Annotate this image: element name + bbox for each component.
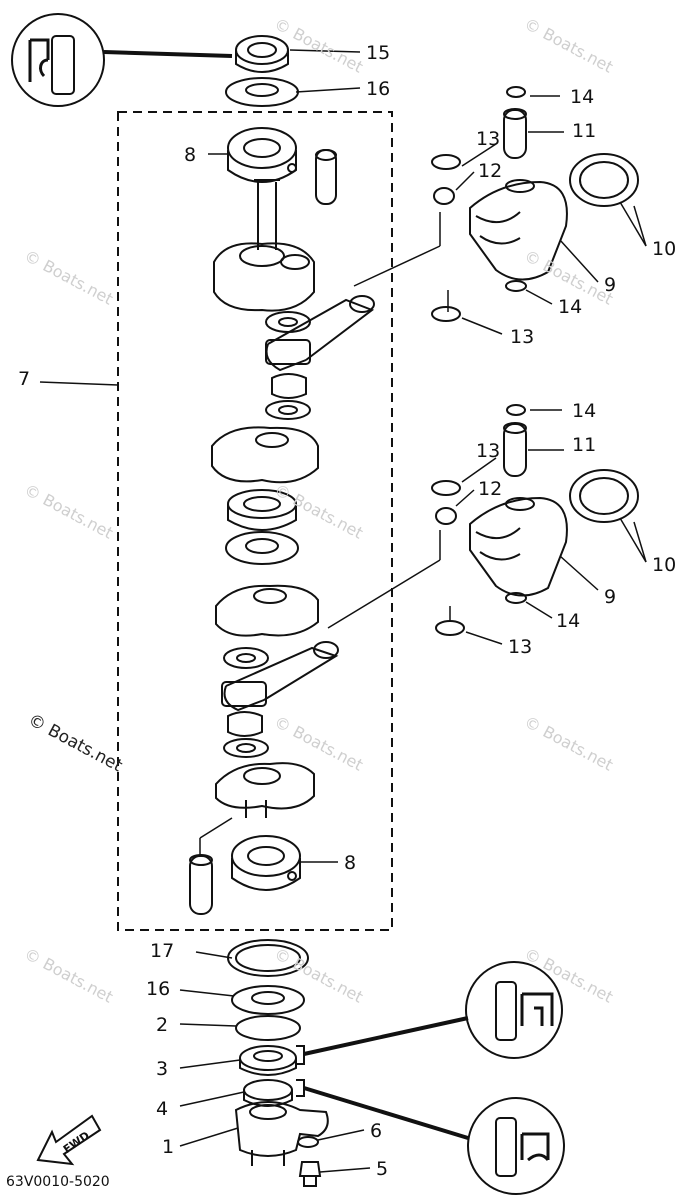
callout-6: 6	[370, 1120, 383, 1142]
callout-1: 1	[162, 1136, 175, 1158]
part-5-bolt	[298, 1161, 322, 1187]
part-2-oring	[235, 1015, 301, 1041]
fwd-arrow-icon	[36, 1114, 102, 1166]
callout-10: 10	[652, 554, 677, 576]
callout-17: 17	[150, 940, 175, 962]
callout-4: 4	[156, 1098, 169, 1120]
callout-14: 14	[570, 86, 595, 108]
callout-3: 3	[156, 1058, 169, 1080]
diagram-code: 63V0010-5020	[6, 1174, 110, 1190]
callout-13: 13	[476, 440, 501, 462]
part-6-washer	[297, 1136, 319, 1148]
callout-14: 14	[556, 610, 581, 632]
callout-14: 14	[558, 296, 583, 318]
assembly-7-box	[117, 111, 393, 931]
callout-13: 13	[510, 326, 535, 348]
piston-lower	[469, 496, 568, 597]
crankshaft-upper	[254, 179, 280, 250]
part-15-seal	[235, 35, 289, 65]
piston-ring-lower	[569, 469, 639, 523]
callout-12: 12	[478, 160, 503, 182]
callout-13: 13	[476, 128, 501, 150]
callout-7: 7	[18, 368, 31, 390]
part-16-plate-bottom	[231, 985, 305, 1015]
callout-13: 13	[508, 636, 533, 658]
piston-upper	[469, 180, 568, 281]
part-16-plate-top	[225, 77, 299, 107]
callout-10: 10	[652, 238, 677, 260]
part-3-seal	[239, 1045, 297, 1071]
detail-inset-icon	[465, 961, 563, 1059]
callout-2: 2	[156, 1014, 169, 1036]
part-8-bearing-bottom	[231, 835, 301, 877]
callout-9: 9	[604, 274, 617, 296]
part-4-seal	[243, 1079, 293, 1101]
callout-16: 16	[366, 78, 391, 100]
detail-inset-icon	[467, 1097, 565, 1195]
callout-8: 8	[184, 144, 197, 166]
callout-14: 14	[572, 400, 597, 422]
callout-9: 9	[604, 586, 617, 608]
callout-8: 8	[344, 852, 357, 874]
callout-15: 15	[366, 42, 391, 64]
callout-16: 16	[146, 978, 171, 1000]
connecting-rod-lower	[223, 646, 339, 712]
part-8-bearing-top	[227, 127, 297, 169]
callout-12: 12	[478, 478, 503, 500]
callout-5: 5	[376, 1158, 389, 1180]
part-1-housing	[234, 1101, 329, 1157]
connecting-rod-upper	[265, 298, 375, 372]
detail-inset-icon	[11, 13, 105, 107]
piston-ring-upper	[569, 153, 639, 207]
callout-11: 11	[572, 434, 597, 456]
callout-11: 11	[572, 120, 597, 142]
